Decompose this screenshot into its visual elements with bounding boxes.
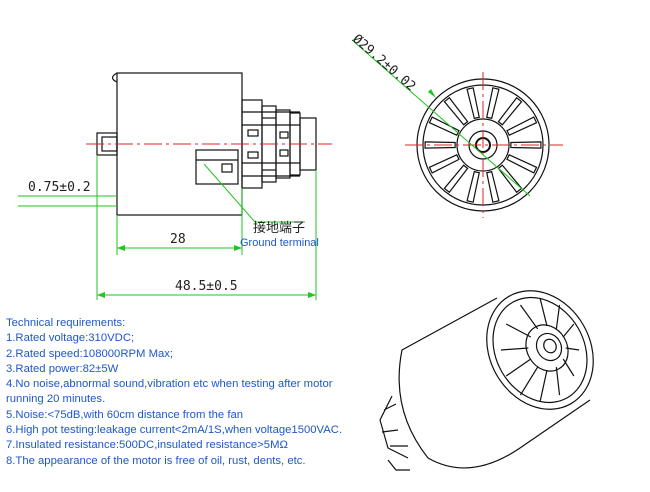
ground-terminal-cn: 接地端子 (253, 220, 305, 236)
fan-blade (506, 154, 538, 174)
requirement-item-5: 5.Noise:<75dB,with 60cm distance from th… (6, 408, 244, 421)
fan-blade (466, 87, 480, 120)
fan-blade (428, 154, 460, 174)
iso-fan-blade (500, 347, 529, 351)
requirement-item-1: 1.Rated voltage:310VDC; (6, 332, 135, 345)
fan-blade (486, 170, 500, 203)
iso-fan-blade (505, 323, 532, 338)
diameter-dimension (351, 39, 531, 197)
iso-fan-blade (562, 323, 575, 338)
iso-fan-blade (562, 358, 575, 377)
requirement-item-2: 2.Rated speed:108000RPM Max; (6, 347, 174, 360)
dim-diameter: Ø29.2±0.02 (349, 32, 418, 95)
iso-connector (379, 395, 409, 459)
fan-blade (510, 141, 542, 149)
dim-total-length: 48.5±0.5 (175, 279, 238, 294)
requirement-item-7: 7.Insulated resistance:500DC,insulated r… (6, 439, 288, 452)
fan-blade (443, 164, 469, 194)
iso-fan-blade (555, 366, 561, 396)
iso-fan-blade (519, 366, 539, 396)
technical-requirements: Technical requirements: 1.Rated voltage:… (6, 316, 376, 469)
iso-fan-blade (555, 304, 561, 330)
side-dimension-lines (18, 155, 317, 300)
iso-cylinder-body (398, 297, 591, 469)
requirement-item-8: 8.The appearance of the motor is free of… (6, 454, 306, 467)
ground-terminal-lug (195, 149, 239, 185)
isometric-view (379, 290, 594, 471)
fan-blade (486, 87, 500, 120)
dim-body-length: 28 (170, 232, 186, 247)
fan-blade (497, 96, 523, 126)
fan-blade (443, 96, 469, 126)
front-fan-blades (424, 87, 542, 203)
fan-blade (497, 164, 523, 194)
dim-shaft-offset: 0.75±0.2 (28, 180, 91, 195)
ground-terminal-en: Ground terminal (240, 237, 319, 249)
iso-fan-blade (539, 297, 548, 327)
iso-fan-blades (500, 297, 580, 403)
requirements-heading: Technical requirements: (6, 317, 126, 329)
requirement-item-4: 4.No noise,abnormal sound,vibration etc … (6, 378, 333, 406)
fan-blade (466, 170, 480, 203)
iso-fan-blade (565, 347, 580, 351)
iso-fan-blade (505, 358, 532, 377)
iso-fan-blade (519, 304, 539, 330)
fan-blade (428, 116, 460, 136)
requirement-item-6: 6.High pot testing:leakage current<2mA/1… (6, 424, 343, 437)
fan-blade (424, 141, 456, 149)
requirement-item-3: 3.Rated power:82±5W (6, 362, 119, 375)
fan-blade (506, 116, 538, 136)
iso-fan-blade (539, 369, 548, 403)
